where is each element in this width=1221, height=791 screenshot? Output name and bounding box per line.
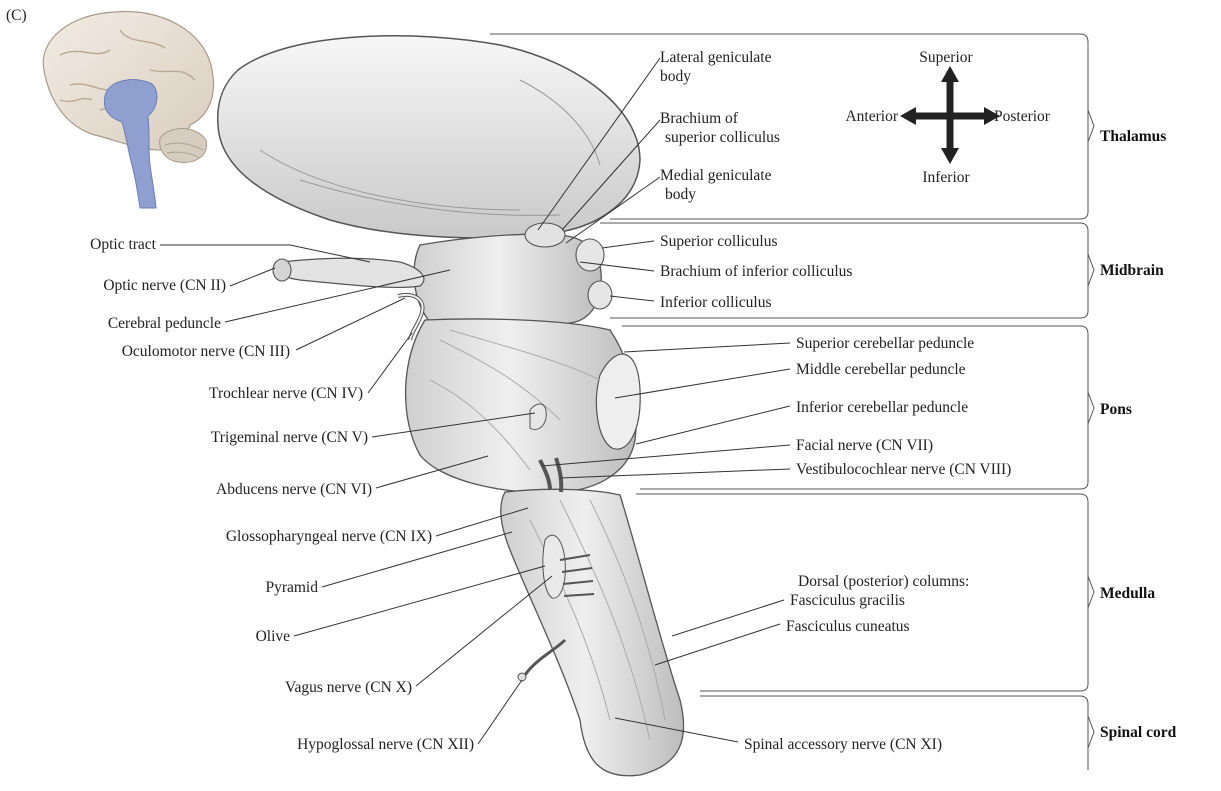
region-midbrain: Midbrain <box>1100 262 1164 279</box>
inset-brain-illustration <box>42 10 214 209</box>
region-medulla: Medulla <box>1100 585 1155 602</box>
label-olive: Olive <box>256 628 291 645</box>
orientation-inferior: Inferior <box>922 169 970 186</box>
label-medial-geniculate-body: Medial geniculate body <box>660 167 775 203</box>
region-brackets <box>490 33 1095 770</box>
label-trigeminal-nerve: Trigeminal nerve (CN V) <box>211 429 368 446</box>
label-facial-nerve: Facial nerve (CN VII) <box>796 437 933 454</box>
brainstem-illustration <box>217 35 685 777</box>
right-labels: Lateral geniculate body Brachium of supe… <box>537 49 1011 753</box>
label-brachium-inferior-colliculus: Brachium of inferior colliculus <box>660 263 852 280</box>
label-inferior-colliculus: Inferior colliculus <box>660 294 771 311</box>
left-labels: Optic tract Optic nerve (CN II) Cerebral… <box>90 236 553 753</box>
label-dorsal-columns-fasciculus-gracilis: Dorsal (posterior) columns: Fasciculus g… <box>790 573 973 609</box>
label-abducens-nerve: Abducens nerve (CN VI) <box>216 481 372 498</box>
label-inferior-cerebellar-peduncle: Inferior cerebellar peduncle <box>796 399 968 416</box>
label-superior-colliculus: Superior colliculus <box>660 233 778 250</box>
label-cerebral-peduncle: Cerebral peduncle <box>108 315 221 332</box>
label-trochlear-nerve: Trochlear nerve (CN IV) <box>209 385 363 402</box>
orientation-posterior: Posterior <box>994 108 1051 125</box>
label-glossopharyngeal-nerve: Glossopharyngeal nerve (CN IX) <box>226 528 432 545</box>
orientation-anterior: Anterior <box>845 108 898 125</box>
region-thalamus: Thalamus <box>1100 128 1166 145</box>
label-fasciculus-cuneatus: Fasciculus cuneatus <box>786 618 910 635</box>
label-optic-nerve: Optic nerve (CN II) <box>103 277 226 294</box>
orientation-indicator: Superior Inferior Anterior Posterior <box>845 49 1050 186</box>
label-superior-cerebellar-peduncle: Superior cerebellar peduncle <box>796 335 974 352</box>
region-pons: Pons <box>1100 401 1132 418</box>
label-pyramid: Pyramid <box>265 579 318 596</box>
label-lateral-geniculate-body: Lateral geniculate body <box>660 49 775 85</box>
label-brachium-superior-colliculus: Brachium of superior colliculus <box>660 110 780 146</box>
orientation-superior: Superior <box>919 49 973 66</box>
panel-label: (C) <box>6 7 27 24</box>
label-optic-tract: Optic tract <box>90 236 157 253</box>
label-vagus-nerve: Vagus nerve (CN X) <box>285 679 412 696</box>
label-oculomotor-nerve: Oculomotor nerve (CN III) <box>122 343 290 360</box>
label-vestibulocochlear-nerve: Vestibulocochlear nerve (CN VIII) <box>796 461 1011 478</box>
region-spinal-cord: Spinal cord <box>1100 724 1177 741</box>
label-middle-cerebellar-peduncle: Middle cerebellar peduncle <box>796 361 966 378</box>
label-spinal-accessory-nerve: Spinal accessory nerve (CN XI) <box>744 736 942 753</box>
label-hypoglossal-nerve: Hypoglossal nerve (CN XII) <box>297 736 474 753</box>
